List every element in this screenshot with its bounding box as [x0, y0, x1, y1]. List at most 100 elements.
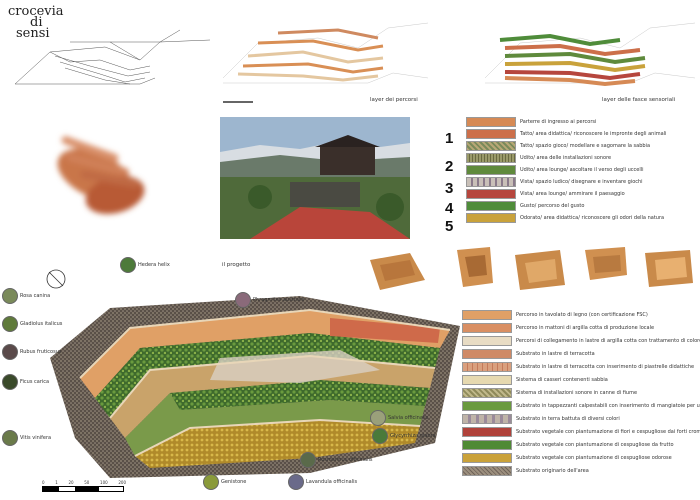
project-plan-drawing: [50, 296, 460, 478]
plant-phragmites-australis: Phragmites australis: [235, 292, 304, 308]
sense-number-4: 4: [445, 200, 454, 217]
caption-project: il progetto: [222, 262, 251, 268]
legend-swatch: [462, 348, 512, 359]
plant-rosmarinus-officinalis: Rosmarinus officinalis: [300, 452, 372, 468]
plant-photo: [120, 257, 136, 273]
plant-vitis-vinifera: Vitis vinifera: [2, 430, 51, 446]
plant-photo: [235, 292, 251, 308]
plant-label: Vitis vinifera: [20, 435, 52, 441]
legend-label: Parterre di ingresso ai percorsi: [520, 118, 597, 125]
plant-label: Phragmites australis: [253, 297, 305, 303]
legend-label: Substrato in lastre di terracotta con in…: [516, 363, 695, 370]
legend-label: Sistema di casseri contenenti sabbia: [516, 376, 608, 383]
legend-row: Tatto/ area didattica/ riconoscere le im…: [466, 128, 666, 139]
legend-swatch: [466, 140, 516, 151]
legend-row: Parterre di ingresso ai percorsi: [466, 116, 597, 127]
plant-label: Hedera helix: [138, 262, 170, 268]
legend-swatch: [466, 188, 516, 199]
site-photo: [220, 117, 410, 239]
plant-label: Genistone: [221, 479, 247, 485]
legend-row: Substrato vegetale con piantumazione di …: [462, 426, 700, 437]
legend-swatch: [462, 309, 512, 320]
legend-row: Gusto/ percorso del gusto: [466, 200, 585, 211]
plant-label: Gladiolus italicus: [20, 321, 63, 327]
legend-label: Odorato/ area didattica/ riconoscere gli…: [520, 214, 665, 221]
plant-photo: [300, 452, 316, 468]
plant-label: Salvia officinalis: [388, 415, 429, 421]
legend-row: Udito/ area delle installazioni sonore: [466, 152, 612, 163]
legend-swatch: [466, 176, 516, 187]
plant-photo: [203, 474, 219, 490]
plant-salvia-officinalis: Salvia officinalis: [370, 410, 428, 426]
plant-photo: [288, 474, 304, 490]
plant-hedera-helix: Hedera helix: [120, 257, 170, 273]
sense-number-5: 5: [445, 218, 454, 235]
plant-rubus-fruticosus: Rubus fruticosus: [2, 344, 61, 360]
plant-glycyrrhiza-glabra: Glycyrrhiza glabra: [372, 428, 436, 444]
legend-swatch: [462, 400, 512, 411]
plant-photo: [370, 410, 386, 426]
plant-gladiolus-italicus: Gladiolus italicus: [2, 316, 62, 332]
sensory-bands-drawing: [484, 22, 696, 87]
legend-swatch: [462, 413, 512, 424]
scale-tick: 1: [55, 480, 58, 485]
legend-row: Substrato originario dell'area: [462, 465, 589, 476]
legend-label: Substrato in terra battuta di diversi co…: [516, 415, 620, 422]
legend-row: Substrato in lastre di terracotta: [462, 348, 595, 359]
paths-layer-drawing: [222, 22, 428, 103]
legend-swatch: [462, 452, 512, 463]
caption-paths-layer: layer dei percorsi: [370, 97, 418, 103]
legend-row: Substrato vegetale con piantumazione di …: [462, 452, 672, 463]
plant-label: Ficus carica: [20, 379, 50, 385]
legend-swatch: [462, 465, 512, 476]
legend-label: Udito/ area delle installazioni sonore: [520, 154, 612, 161]
legend-row: Odorato/ area didattica/ riconoscere gli…: [466, 212, 665, 223]
legend-label: Vista/ area lounge/ ammirare il paesaggi…: [520, 190, 625, 197]
legend-row: Substrato in lastre di terracotta con in…: [462, 361, 695, 372]
legend-row: Sistema di casseri contenenti sabbia: [462, 374, 608, 385]
legend-swatch: [466, 152, 516, 163]
legend-label: Substrato vegetale con piantumazione di …: [516, 441, 674, 448]
legend-label: Sistema di installazioni sonore in canne…: [516, 389, 638, 396]
sense-number-3: 3: [445, 180, 454, 197]
legend-label: Percorso in tavolato di legno (con certi…: [516, 311, 648, 318]
legend-label: Percorsi di collegamento in lastre di ar…: [516, 337, 700, 344]
plant-label: Lavandula officinalis: [306, 479, 358, 485]
legend-swatch: [466, 116, 516, 127]
terrain-models: [370, 247, 693, 290]
plant-rosa-canina: Rosa canina: [2, 288, 50, 304]
project-title: crocevia di sensi: [8, 4, 78, 40]
legend-swatch: [462, 361, 512, 372]
plant-photo: [2, 344, 18, 360]
legend-swatch: [462, 322, 512, 333]
scale-tick: 20: [68, 480, 74, 485]
scale-bar: [42, 486, 124, 492]
scale-tick: 100: [100, 480, 108, 485]
plant-ficus-carica: Ficus carica: [2, 374, 49, 390]
legend-row: Substrato vegetale con piantumazione di …: [462, 439, 674, 450]
legend-swatch: [466, 164, 516, 175]
legend-label: Vista/ spazio ludico/ disegnare e invent…: [520, 178, 643, 185]
legend-swatch: [462, 439, 512, 450]
legend-label: Tatto/ spazio gioco/ modellare e sagomar…: [520, 142, 651, 149]
plant-photo: [2, 288, 18, 304]
legend-row: Sistema di installazioni sonore in canne…: [462, 387, 638, 398]
title-line-1: crocevia: [8, 4, 64, 19]
plant-lavandula-officinalis: Lavandula officinalis: [288, 474, 357, 490]
legend-row: Tatto/ spazio gioco/ modellare e sagomar…: [466, 140, 651, 151]
plant-photo: [2, 316, 18, 332]
scale-tick: 0: [42, 480, 45, 485]
plant-genistone: Genistone: [203, 474, 246, 490]
legend-label: Substrato originario dell'area: [516, 467, 589, 474]
scale-tick: 50: [84, 480, 90, 485]
plant-label: Glycyrrhiza glabra: [390, 433, 436, 439]
legend-swatch: [462, 335, 512, 346]
legend-swatch: [466, 128, 516, 139]
plant-photo: [2, 430, 18, 446]
plant-label: Rosa canina: [20, 293, 51, 299]
legend-row: Percorso in tavolato di legno (con certi…: [462, 309, 648, 320]
legend-label: Substrato vegetale con piantumazione di …: [516, 454, 672, 461]
legend-label: Gusto/ percorso del gusto: [520, 202, 585, 209]
legend-swatch: [462, 426, 512, 437]
legend-label: Udito/ area lounge/ ascoltare il verso d…: [520, 166, 644, 173]
